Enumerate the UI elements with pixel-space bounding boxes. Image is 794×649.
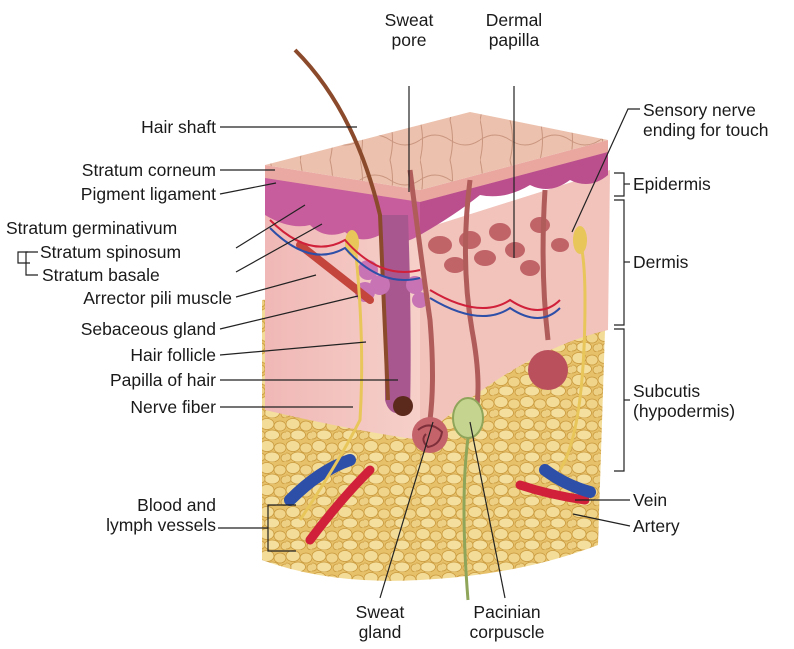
label-nerve-fiber: Nerve fiber [0, 397, 216, 417]
label-dermal-papilla-line2: papilla [465, 30, 563, 50]
label-subcutis-line1: Subcutis [633, 381, 735, 401]
label-epidermis: Epidermis [633, 174, 711, 194]
label-sebaceous-gland: Sebaceous gland [0, 319, 216, 339]
label-sweat-gland-line1: Sweat [332, 602, 428, 622]
label-sweat-pore-line1: Sweat [360, 10, 458, 30]
label-pacinian-corpuscle: Pacinian corpuscle [452, 602, 562, 642]
label-dermal-papilla: Dermal papilla [465, 10, 563, 50]
label-subcutis-line2: (hypodermis) [633, 401, 735, 421]
label-stratum-germinativum: Stratum germinativum [6, 218, 177, 238]
label-stratum-corneum: Stratum corneum [0, 160, 216, 180]
label-blood-lymph-line2: lymph vessels [0, 515, 216, 535]
label-sweat-gland-line2: gland [332, 622, 428, 642]
label-sensory-nerve: Sensory nerve ending for touch [643, 100, 769, 140]
label-pigment-ligament: Pigment ligament [0, 184, 216, 204]
label-blood-lymph-vessels: Blood and lymph vessels [0, 495, 216, 535]
label-artery: Artery [633, 516, 680, 536]
label-sensory-nerve-line1: Sensory nerve [643, 100, 769, 120]
label-stratum-basale: Stratum basale [42, 265, 160, 285]
label-hair-shaft: Hair shaft [0, 117, 216, 137]
label-sweat-pore-line2: pore [360, 30, 458, 50]
label-sweat-pore: Sweat pore [360, 10, 458, 50]
label-dermal-papilla-line1: Dermal [465, 10, 563, 30]
label-sweat-gland: Sweat gland [332, 602, 428, 642]
label-arrector-pili-muscle: Arrector pili muscle [0, 288, 232, 308]
label-stratum-spinosum: Stratum spinosum [40, 242, 181, 262]
label-dermis: Dermis [633, 252, 688, 272]
label-subcutis: Subcutis (hypodermis) [633, 381, 735, 421]
label-pacinian-line2: corpuscle [452, 622, 562, 642]
label-hair-follicle: Hair follicle [0, 345, 216, 365]
label-pacinian-line1: Pacinian [452, 602, 562, 622]
label-blood-lymph-line1: Blood and [0, 495, 216, 515]
label-vein: Vein [633, 490, 667, 510]
label-papilla-of-hair: Papilla of hair [0, 370, 216, 390]
label-sensory-nerve-line2: ending for touch [643, 120, 769, 140]
